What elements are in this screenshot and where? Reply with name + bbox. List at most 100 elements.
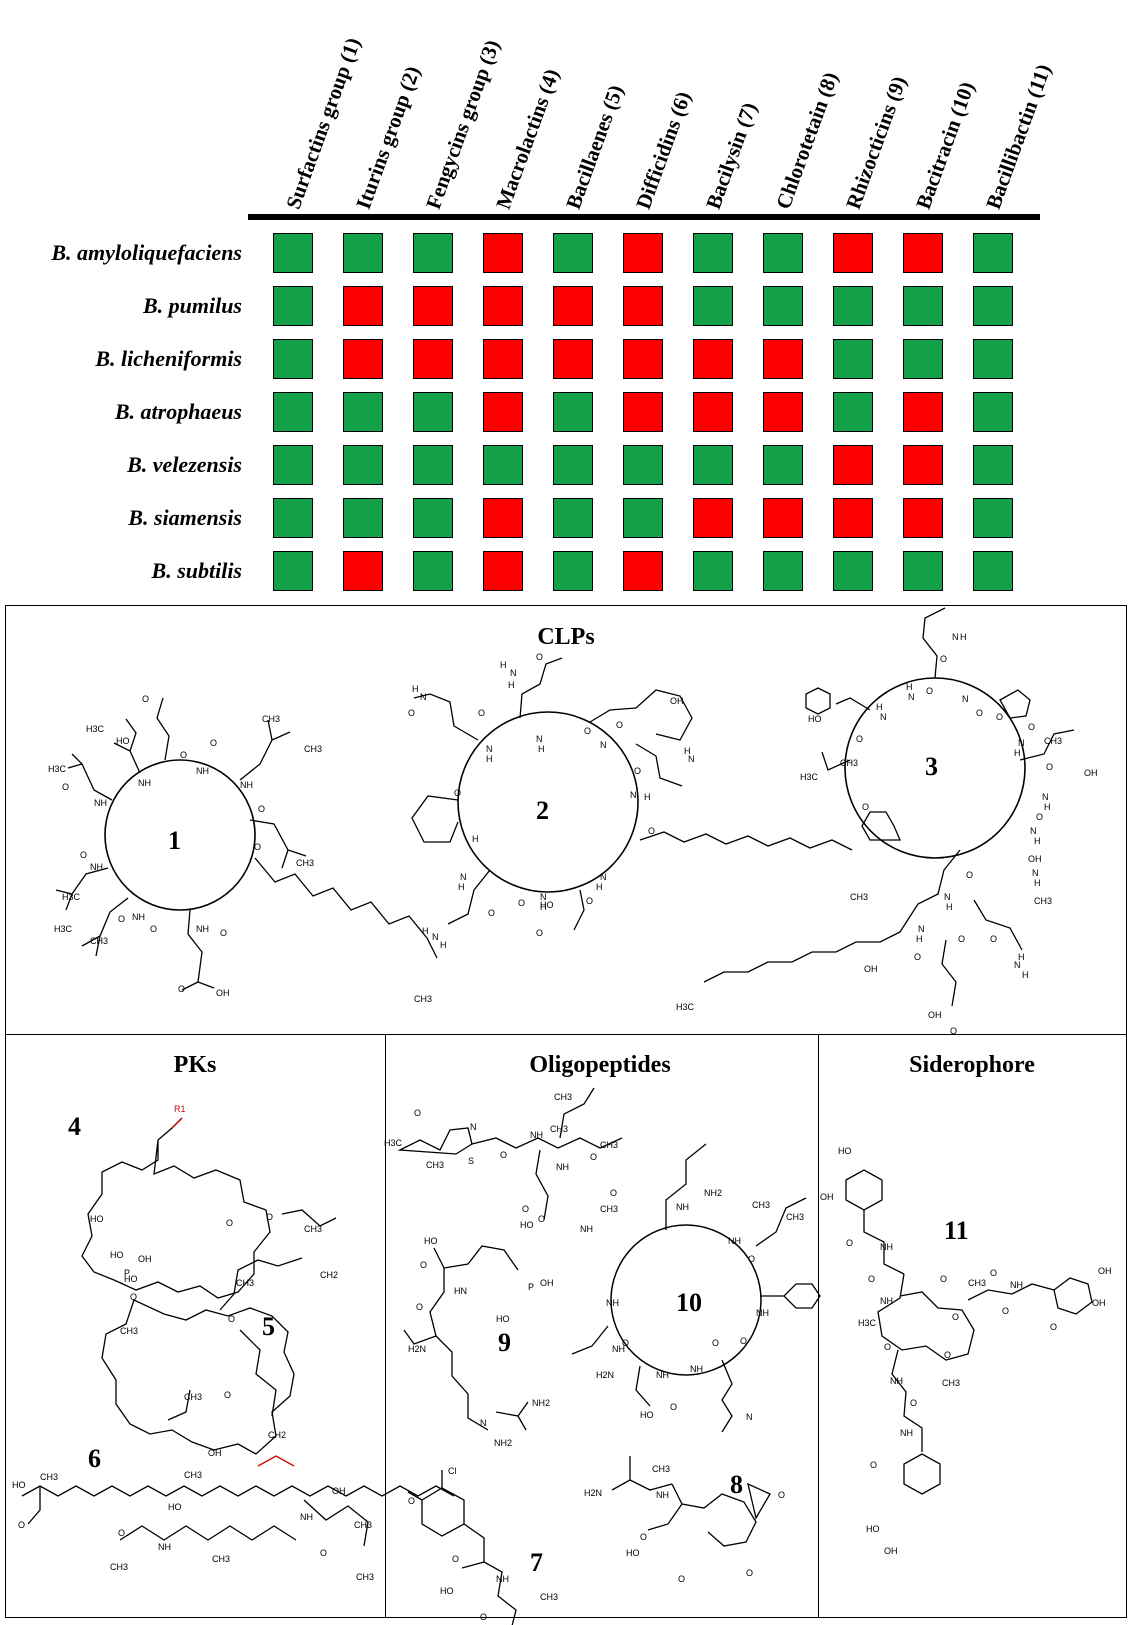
svg-text:O: O <box>228 1314 235 1324</box>
svg-text:NH: NH <box>880 1242 893 1252</box>
svg-text:O: O <box>226 1218 233 1228</box>
svg-text:O: O <box>536 652 543 662</box>
cell-absent <box>903 233 943 273</box>
structure-5-label: 5 <box>262 1312 275 1341</box>
svg-text:N: N <box>880 712 887 722</box>
svg-text:O: O <box>488 908 495 918</box>
svg-text:N: N <box>962 694 969 704</box>
svg-text:HO: HO <box>540 900 554 910</box>
svg-text:NH: NH <box>880 1296 893 1306</box>
svg-text:NH: NH <box>756 1308 769 1318</box>
svg-text:H: H <box>596 882 603 892</box>
svg-text:OH: OH <box>928 1010 942 1020</box>
svg-text:N: N <box>460 872 467 882</box>
cell-present <box>833 551 873 591</box>
siderophore-panel <box>818 1034 1127 1618</box>
svg-text:OH: OH <box>1098 1266 1112 1276</box>
svg-text:NH: NH <box>94 798 107 808</box>
svg-text:O: O <box>856 734 863 744</box>
cell-absent <box>833 445 873 485</box>
svg-text:N: N <box>1030 826 1037 836</box>
svg-text:O: O <box>62 782 69 792</box>
svg-text:O: O <box>454 788 461 798</box>
svg-text:CH3: CH3 <box>414 994 432 1004</box>
oligopeptides-title: Oligopeptides <box>529 1052 671 1078</box>
svg-text:N: N <box>420 692 427 702</box>
cell-present <box>413 498 453 538</box>
cell-present <box>833 286 873 326</box>
cell-present <box>693 286 733 326</box>
svg-text:N: N <box>1042 792 1049 802</box>
svg-text:O: O <box>740 1336 747 1346</box>
cell-absent <box>553 339 593 379</box>
svg-text:H: H <box>1034 836 1041 846</box>
svg-text:CH3: CH3 <box>354 1520 372 1530</box>
svg-text:O: O <box>320 1548 327 1558</box>
cell-present <box>973 392 1013 432</box>
species-label: B. amyloliquefaciens <box>51 240 242 265</box>
cell-absent <box>343 551 383 591</box>
svg-text:NH: NH <box>656 1490 669 1500</box>
svg-text:NH: NH <box>496 1574 509 1584</box>
cell-absent <box>623 286 663 326</box>
svg-text:O: O <box>420 1260 427 1270</box>
cell-present <box>623 445 663 485</box>
cell-present <box>413 233 453 273</box>
svg-text:H: H <box>916 934 923 944</box>
svg-text:OH: OH <box>540 1278 554 1288</box>
svg-text:O: O <box>1046 762 1053 772</box>
cell-absent <box>763 339 803 379</box>
svg-text:HO: HO <box>866 1524 880 1534</box>
svg-text:H: H <box>422 926 429 936</box>
cell-present <box>553 551 593 591</box>
svg-text:CH3: CH3 <box>304 744 322 754</box>
cell-present <box>833 339 873 379</box>
svg-text:P: P <box>124 1268 130 1278</box>
svg-text:O: O <box>944 1350 951 1360</box>
svg-text:NH: NH <box>90 862 103 872</box>
cell-absent <box>833 498 873 538</box>
cell-present <box>903 551 943 591</box>
svg-text:O: O <box>590 1152 597 1162</box>
cell-present <box>763 233 803 273</box>
svg-text:HO: HO <box>640 1410 654 1420</box>
svg-text:O: O <box>584 726 591 736</box>
svg-text:OH: OH <box>670 696 684 706</box>
svg-text:CH3: CH3 <box>540 1592 558 1602</box>
svg-text:O: O <box>648 826 655 836</box>
svg-text:HO: HO <box>496 1314 510 1324</box>
svg-text:N: N <box>510 668 517 678</box>
svg-text:CH3: CH3 <box>942 1378 960 1388</box>
cell-present <box>833 392 873 432</box>
svg-text:O: O <box>678 1574 685 1584</box>
cell-present <box>483 445 523 485</box>
svg-text:CH3: CH3 <box>652 1464 670 1474</box>
svg-text:O: O <box>130 1292 137 1302</box>
svg-text:OH: OH <box>1084 768 1098 778</box>
cell-present <box>973 233 1013 273</box>
svg-text:H: H <box>458 882 465 892</box>
svg-text:H: H <box>500 660 507 670</box>
structure-2-label: 2 <box>536 796 549 825</box>
svg-text:H: H <box>946 902 953 912</box>
svg-text:O: O <box>748 1254 755 1264</box>
cell-absent <box>763 498 803 538</box>
cell-absent <box>483 498 523 538</box>
svg-text:H: H <box>1018 952 1025 962</box>
svg-text:HN: HN <box>454 1286 467 1296</box>
svg-text:HO: HO <box>116 736 130 746</box>
svg-text:R1: R1 <box>174 1104 186 1114</box>
svg-text:O: O <box>478 708 485 718</box>
svg-text:O: O <box>670 1402 677 1412</box>
svg-text:H3C: H3C <box>86 724 105 734</box>
svg-text:O: O <box>1028 722 1035 732</box>
svg-text:CH3: CH3 <box>184 1392 202 1402</box>
structure-4-label: 4 <box>68 1112 81 1141</box>
svg-text:N: N <box>908 692 915 702</box>
svg-text:CH3: CH3 <box>296 858 314 868</box>
svg-text:O: O <box>254 842 261 852</box>
svg-text:N: N <box>944 892 951 902</box>
